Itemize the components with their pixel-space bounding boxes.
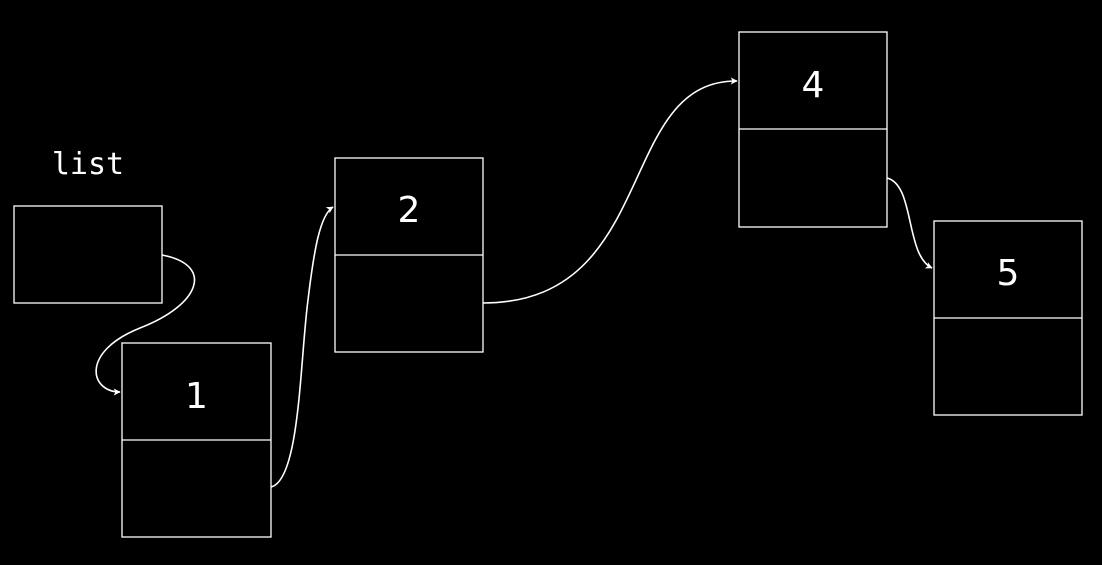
arrow-list-to-node-1	[95, 254, 196, 396]
node-5: 5	[933, 220, 1083, 416]
arrow-node-2-to-node-4	[482, 77, 738, 304]
pointer-variable: list	[13, 147, 163, 304]
node-2-value: 2	[398, 190, 421, 231]
arrow-node-4-to-node-5	[886, 177, 933, 269]
arrow-node-1-to-node-2	[270, 206, 334, 488]
node-4-value: 4	[802, 65, 825, 106]
node-4: 4	[738, 31, 888, 228]
pointer-box	[13, 205, 163, 304]
node-1: 1	[121, 342, 272, 538]
node-5-value: 5	[997, 253, 1020, 294]
pointer-label: list	[52, 147, 124, 182]
node-1-value: 1	[185, 376, 208, 417]
node-2: 2	[334, 157, 484, 353]
